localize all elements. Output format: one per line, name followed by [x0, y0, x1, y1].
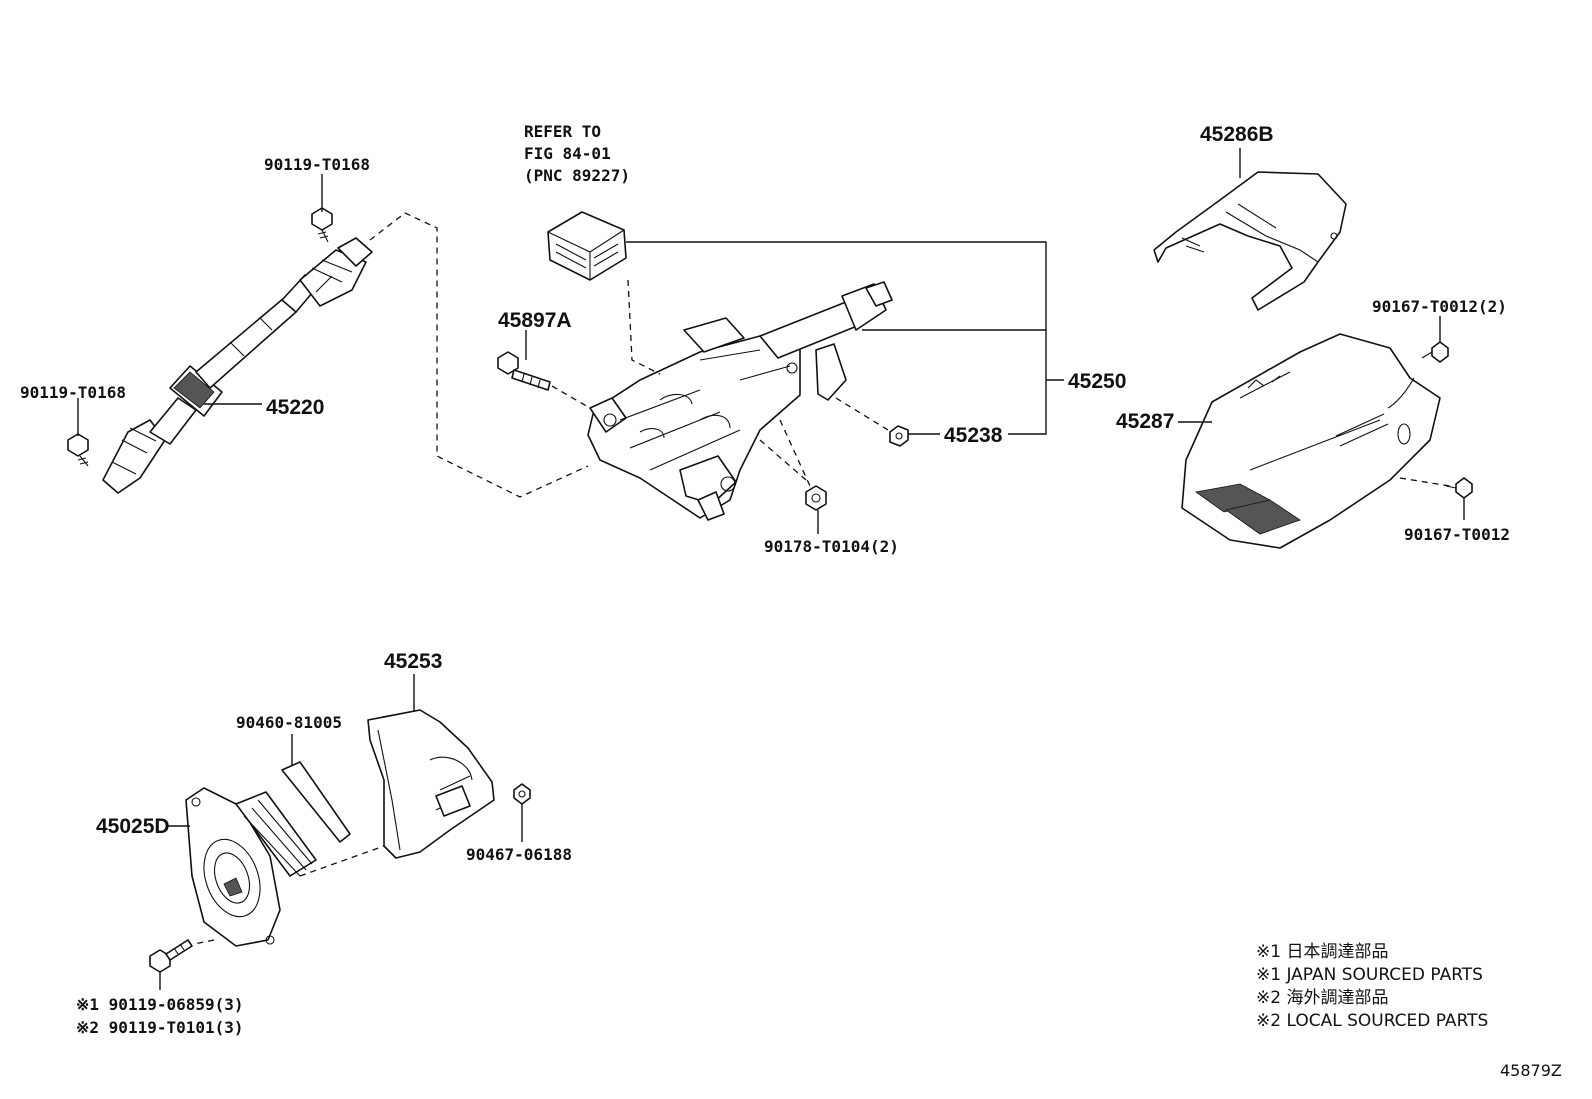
bolt-90119-t0168-top: [311, 207, 333, 243]
legend-line-1: ※1 日本調達部品: [1256, 942, 1388, 962]
label-bolt-japan: ※1 90119-06859(3): [76, 995, 244, 1014]
screw-90167-t0012-upper: [1421, 341, 1449, 363]
ecu-dashed-guide: [627, 279, 661, 375]
label-45287: 45287: [1116, 410, 1174, 433]
column-hole-cover-45025d: [185, 787, 317, 947]
nut-45238: [889, 425, 909, 447]
label-45250: 45250: [1068, 370, 1126, 393]
label-45238: 45238: [944, 424, 1003, 447]
screw-90167-t0012-lower: [1445, 477, 1473, 499]
ecu-module: [547, 211, 627, 281]
shaft-dashed-guide: [369, 212, 589, 498]
clip-90467-06188: [513, 783, 531, 805]
label-45897a: 45897A: [498, 309, 572, 332]
screw-lower-guide: [1399, 477, 1451, 487]
boot-dashed-guide: [193, 845, 385, 945]
label-90460-81005: 90460-81005: [236, 713, 342, 732]
bolt-90119-t0168-left: [67, 433, 89, 467]
figure-id: 45879Z: [1500, 1061, 1562, 1080]
ref-note-line-3: (PNC 89227): [524, 166, 630, 185]
nut-90178-t0104: [805, 485, 827, 511]
legend-line-3: ※2 海外調達部品: [1256, 988, 1388, 1008]
label-90467-06188: 90467-06188: [466, 845, 572, 864]
label-45025d: 45025D: [96, 815, 170, 838]
column-hole-cover-45253: [367, 709, 495, 859]
steering-column-assy-45250: [587, 281, 893, 521]
label-90167-t0012: 90167-T0012: [1404, 525, 1510, 544]
ref-note-line-2: FIG 84-01: [524, 144, 611, 163]
label-90119-t0168-top: 90119-T0168: [264, 155, 370, 174]
label-90167-t0012-2: 90167-T0012(2): [1372, 297, 1507, 316]
column-cover-upper-45286b: [1153, 171, 1347, 311]
nut-90178-guide: [759, 419, 811, 487]
label-45286b: 45286B: [1200, 123, 1274, 146]
column-cover-lower-45287: [1181, 333, 1441, 549]
bolt-90119-06859: [149, 939, 193, 973]
label-bolt-local: ※2 90119-T0101(3): [76, 1018, 244, 1037]
ref-note-line-1: REFER TO: [524, 122, 601, 141]
intermediate-shaft-45220: [102, 237, 373, 494]
bolt-45897a: [497, 351, 551, 391]
legend-line-2: ※1 JAPAN SOURCED PARTS: [1256, 965, 1483, 985]
label-90119-t0168-left: 90119-T0168: [20, 383, 126, 402]
bolt-45897a-guide: [551, 385, 591, 409]
legend-line-4: ※2 LOCAL SOURCED PARTS: [1256, 1011, 1488, 1031]
label-90178-t0104: 90178-T0104(2): [764, 537, 899, 556]
label-45220: 45220: [266, 396, 324, 419]
label-45253: 45253: [384, 650, 442, 673]
nut-45238-guide: [835, 397, 889, 431]
leader-lines: [77, 148, 1465, 990]
seal-90460-81005: [281, 761, 351, 843]
